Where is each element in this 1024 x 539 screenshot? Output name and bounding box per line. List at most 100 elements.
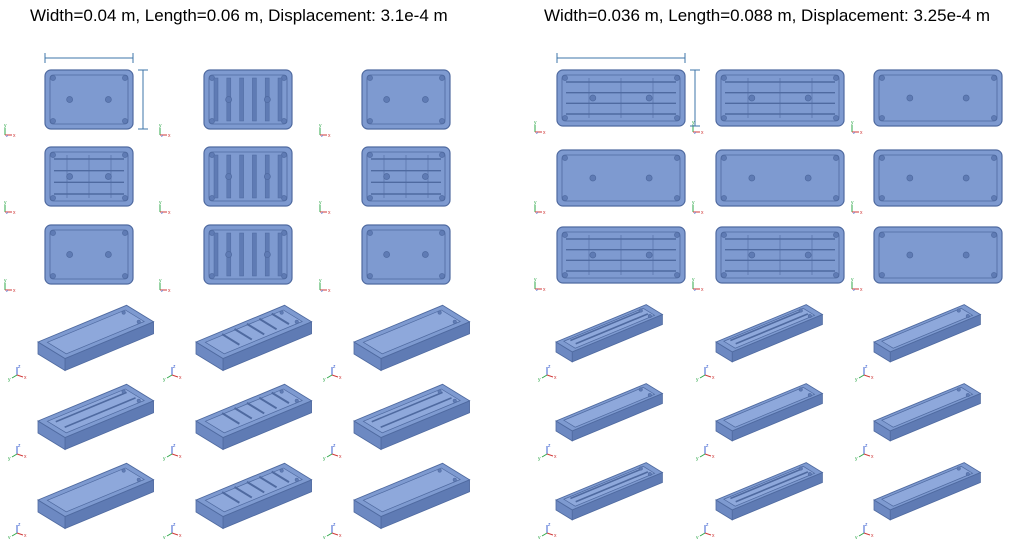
axis-y-label: y: [4, 200, 7, 206]
axis-triad: zxy: [163, 364, 182, 383]
top-view-part: [715, 149, 845, 207]
corner-boss: [798, 387, 803, 392]
corner-boss: [956, 308, 961, 313]
axis-x-label: x: [712, 454, 715, 460]
axis-y-label: y: [159, 123, 162, 129]
rib: [233, 328, 253, 341]
part-inner-wall: [208, 74, 288, 125]
corner-boss: [956, 466, 961, 471]
axis-triad: zxy: [696, 522, 715, 539]
axis-triad: zxy: [696, 443, 715, 462]
corner-boss: [562, 115, 568, 121]
axis-triad: zxy: [538, 364, 557, 383]
rib: [570, 467, 643, 500]
part-pocket: [362, 388, 461, 434]
corner-boss: [367, 152, 373, 158]
corner-boss: [674, 155, 680, 161]
corner-boss: [721, 115, 727, 121]
corner-boss: [965, 314, 970, 319]
axis-z-label: z: [706, 443, 709, 449]
top-view-part: [44, 146, 134, 207]
mounting-hole: [906, 251, 914, 259]
axis-z-label: z: [694, 130, 696, 135]
axis-x-line: [331, 532, 339, 536]
iso-view-part: [353, 304, 471, 372]
axis-x-label: x: [860, 130, 863, 136]
mounting-hole: [645, 94, 653, 102]
axis-y-label: y: [534, 120, 537, 126]
corner-boss: [136, 319, 141, 324]
axis-y-label: y: [534, 200, 537, 206]
corner-boss: [638, 308, 643, 313]
axis-triad: yxz: [851, 120, 863, 136]
axis-x-line: [863, 453, 871, 457]
axis-triad: yxz: [159, 123, 171, 139]
corner-boss: [879, 232, 885, 238]
axis-triad: zxy: [855, 443, 874, 462]
corner-boss: [367, 273, 373, 279]
corner-boss: [833, 272, 839, 278]
corner-boss: [121, 310, 126, 315]
corner-boss: [294, 398, 299, 403]
axis-y-label: y: [8, 535, 11, 539]
corner-boss: [647, 314, 652, 319]
rib: [221, 333, 240, 346]
axis-y-line: [11, 532, 18, 537]
corner-boss: [279, 468, 284, 473]
iso-view-part: [37, 462, 155, 530]
axis-z-label: z: [161, 133, 163, 138]
axis-z-label: z: [18, 443, 21, 449]
part-inner-wall: [49, 229, 129, 280]
mounting-hole: [589, 174, 597, 182]
axis-y-label: y: [692, 120, 695, 126]
axis-triad: zxy: [855, 364, 874, 383]
corner-boss: [452, 398, 457, 403]
part-outline: [44, 224, 134, 285]
corner-boss: [562, 272, 568, 278]
corner-boss: [367, 230, 373, 236]
axis-x-label: x: [179, 454, 182, 460]
axis-x-line: [546, 453, 554, 457]
corner-boss: [807, 472, 812, 477]
iso-view-part: [195, 304, 313, 372]
part-pocket: [362, 309, 461, 355]
axis-y-label: y: [8, 377, 11, 383]
axis-y-label: y: [163, 535, 166, 539]
corner-boss: [638, 387, 643, 392]
mounting-hole: [906, 174, 914, 182]
corner-boss: [50, 230, 56, 236]
mounting-hole: [962, 94, 970, 102]
corner-boss: [122, 152, 128, 158]
axis-z-label: z: [173, 522, 176, 528]
mounting-hole: [645, 174, 653, 182]
axis-z-label: z: [853, 210, 855, 215]
rib: [735, 471, 809, 503]
axis-x-label: x: [24, 375, 27, 381]
axis-z-label: z: [321, 210, 323, 215]
rib: [233, 407, 253, 420]
axis-y-line: [699, 532, 706, 537]
corner-boss: [991, 195, 997, 201]
iso-view-part: [195, 383, 313, 451]
axis-x-line: [704, 453, 712, 457]
axis-z-label: z: [321, 288, 323, 293]
part-pocket: [563, 386, 656, 428]
axis-y-label: y: [319, 123, 322, 129]
part-inner-wall: [561, 154, 681, 202]
axis-x-label: x: [554, 454, 557, 460]
axis-y-label: y: [692, 200, 695, 206]
axis-x-label: x: [179, 375, 182, 381]
axis-y-line: [166, 453, 173, 458]
axis-y-label: y: [851, 200, 854, 206]
part-pocket: [204, 388, 303, 434]
corner-boss: [991, 155, 997, 161]
corner-boss: [798, 308, 803, 313]
axis-z-label: z: [333, 443, 336, 449]
part-inner-wall: [878, 231, 998, 279]
iso-view-part: [353, 383, 471, 451]
axis-z-label: z: [853, 287, 855, 292]
mounting-hole: [225, 96, 232, 103]
axis-z-label: z: [536, 210, 538, 215]
rib: [258, 317, 278, 331]
